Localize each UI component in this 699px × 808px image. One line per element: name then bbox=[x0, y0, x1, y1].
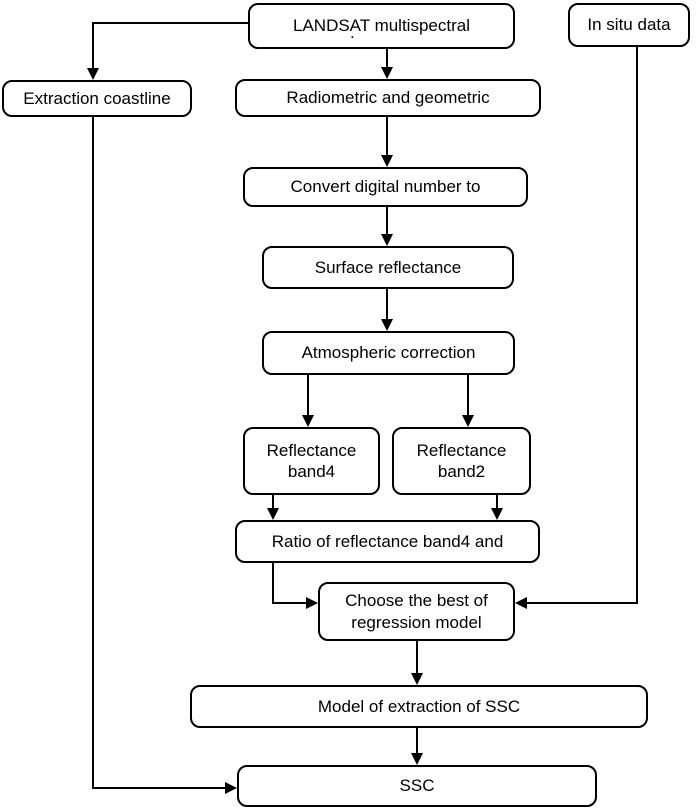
connector-choose-model bbox=[416, 641, 418, 673]
node-surface-label: Surface reflectance bbox=[314, 257, 462, 277]
node-choose-label: Choose the best of regression model bbox=[345, 591, 488, 632]
arrowhead-ratio-into-choose bbox=[306, 597, 318, 609]
node-model-extraction-ssc: Model of extraction of SSC bbox=[190, 685, 648, 728]
arrowhead-into-band2 bbox=[462, 415, 474, 427]
connector-insitu-choose-horizontal bbox=[527, 602, 638, 604]
connector-convert-surface bbox=[386, 207, 388, 234]
node-ssc: SSC bbox=[237, 765, 597, 807]
node-ratio-reflectance: Ratio of reflectance band4 and bbox=[235, 520, 540, 563]
connector-landsat-radiometric bbox=[386, 49, 388, 67]
node-reflectance-band2: Reflectance band2 bbox=[392, 427, 531, 495]
node-in-situ-label: In situ data bbox=[587, 15, 671, 35]
node-in-situ-data: In situ data bbox=[568, 3, 690, 47]
connector-landsat-extraction-vertical bbox=[92, 22, 94, 68]
node-model-label: Model of extraction of SSC bbox=[317, 696, 521, 716]
connector-atmospheric-band4 bbox=[307, 375, 309, 415]
node-extraction-coastline: Extraction coastline bbox=[2, 80, 192, 117]
node-band4-label: Reflectance band4 bbox=[266, 440, 357, 481]
node-reflectance-band4: Reflectance band4 bbox=[243, 427, 380, 495]
node-landsat-multispectral: LANDSAT multispectral . bbox=[248, 3, 515, 49]
node-radiometric-geometric: Radiometric and geometric bbox=[235, 79, 541, 117]
node-extraction-label: Extraction coastline bbox=[23, 88, 171, 108]
connector-ratio-choose-horizontal bbox=[272, 602, 306, 604]
arrowhead-extraction-into-ssc bbox=[225, 782, 237, 794]
stray-period-mark: . bbox=[350, 23, 355, 42]
connector-surface-atmospheric bbox=[386, 289, 388, 319]
arrowhead-band4-into-ratio bbox=[267, 508, 279, 520]
node-ratio-label: Ratio of reflectance band4 and bbox=[271, 531, 504, 551]
arrowhead-into-ssc-top bbox=[411, 753, 423, 765]
connector-model-ssc bbox=[416, 728, 418, 753]
arrowhead-insitu-into-choose bbox=[515, 597, 527, 609]
connector-band2-ratio bbox=[496, 495, 498, 508]
node-ssc-label: SSC bbox=[399, 776, 435, 796]
node-radiometric-label: Radiometric and geometric bbox=[286, 88, 490, 108]
node-atmospheric-label: Atmospheric correction bbox=[301, 343, 476, 363]
arrowhead-band2-into-ratio bbox=[491, 508, 503, 520]
arrowhead-into-extraction-coastline bbox=[87, 68, 99, 80]
arrowhead-into-model bbox=[411, 673, 423, 685]
arrowhead-into-radiometric bbox=[381, 67, 393, 79]
connector-ratio-choose-vertical bbox=[272, 563, 274, 604]
node-atmospheric-correction: Atmospheric correction bbox=[262, 331, 515, 375]
node-band2-label: Reflectance band2 bbox=[416, 440, 507, 481]
connector-extraction-ssc-horizontal bbox=[92, 787, 225, 789]
node-landsat-label: LANDSAT multispectral bbox=[293, 16, 470, 36]
node-convert-digital-number: Convert digital number to bbox=[243, 167, 528, 207]
connector-landsat-extraction-horizontal bbox=[92, 22, 250, 24]
node-surface-reflectance: Surface reflectance bbox=[262, 246, 514, 289]
connector-band4-ratio bbox=[272, 495, 274, 508]
arrowhead-into-atmospheric bbox=[381, 319, 393, 331]
node-convert-label: Convert digital number to bbox=[290, 177, 481, 197]
connector-insitu-choose-vertical bbox=[636, 47, 638, 604]
arrowhead-into-convert bbox=[381, 155, 393, 167]
connector-atmospheric-band2 bbox=[467, 375, 469, 415]
arrowhead-into-surface bbox=[381, 234, 393, 246]
connector-radiometric-convert bbox=[386, 117, 388, 155]
connector-extraction-ssc-vertical bbox=[92, 117, 94, 789]
arrowhead-into-band4 bbox=[302, 415, 314, 427]
node-choose-regression-model: Choose the best of regression model bbox=[318, 582, 515, 641]
